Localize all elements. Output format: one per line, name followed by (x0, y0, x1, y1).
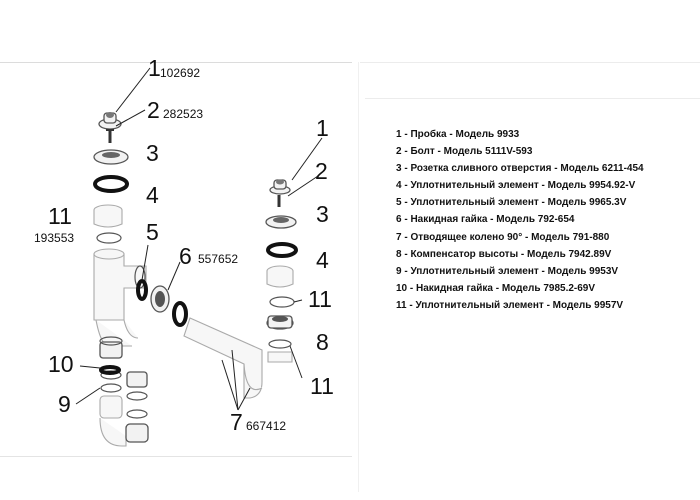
legend-item: 5 - Уплотнительный элемент - Модель 9965… (396, 197, 627, 209)
part-4-gasket-right (266, 242, 298, 258)
code-7: 667412 (246, 419, 286, 433)
label-2-left: 2 (147, 97, 160, 123)
exploded-drain-diagram: 1 102692 2 282523 3 4 11 193553 5 6 5576… (34, 55, 334, 447)
part-11-ring-lower-right (268, 339, 292, 349)
code-6: 557652 (198, 252, 238, 266)
spigot (93, 204, 123, 228)
label-3-left: 3 (146, 140, 159, 166)
part-11-ring-right (269, 296, 295, 308)
left-assembly (93, 112, 263, 447)
legend-item: 6 - Накидная гайка - Модель 792-654 (396, 214, 575, 226)
part-5-gasket (136, 279, 148, 301)
part-7-bend-pipe (183, 317, 263, 399)
legend-item: 11 - Уплотнительный элемент - Модель 995… (396, 299, 624, 311)
part-2-bolt (106, 129, 114, 143)
label-1-right: 1 (316, 115, 329, 141)
legend-item: 8 - Компенсатор высоты - Модель 7942.89V (396, 248, 612, 260)
part-1-plug (98, 112, 122, 130)
part-4-gasket (93, 175, 129, 193)
leader-lines (75, 67, 323, 411)
part-6-union-nut (150, 285, 188, 327)
frame-line (0, 62, 352, 63)
label-7: 7 (230, 409, 243, 435)
frame-line (0, 456, 352, 457)
label-11-right-upper: 11 (308, 286, 332, 312)
label-3-right: 3 (316, 201, 329, 227)
label-4-left: 4 (146, 182, 159, 208)
right-assembly (265, 179, 298, 363)
part-1-plug-right (269, 179, 291, 195)
part-8-height-compensator (266, 315, 294, 330)
spigot-right (266, 265, 294, 288)
frame-line (360, 62, 700, 63)
number-labels: 1 102692 2 282523 3 4 11 193553 5 6 5576… (34, 55, 334, 435)
label-11-right-lower: 11 (310, 373, 334, 399)
legend-item: 2 - Болт - Модель 5111V-593 (396, 146, 533, 158)
label-9: 9 (58, 391, 71, 417)
label-2-right: 2 (315, 158, 328, 184)
label-4-right: 4 (316, 247, 329, 273)
part-3-rosette (93, 149, 129, 165)
code-2: 282523 (163, 107, 203, 121)
frame-line (358, 62, 359, 492)
legend-item: 7 - Отводящее колено 90° - Модель 791-88… (396, 231, 610, 243)
label-8: 8 (316, 329, 329, 355)
right-tailpiece (267, 351, 293, 363)
legend-item: 4 - Уплотнительный элемент - Модель 9954… (396, 180, 636, 192)
label-1-left: 1 (148, 55, 161, 81)
code-11: 193553 (34, 231, 74, 245)
part-11-ring (96, 232, 122, 244)
frame-line (365, 98, 700, 99)
parts-legend: 1 - Пробка - Модель 9933 2 - Болт - Моде… (396, 126, 644, 314)
legend-item: 9 - Уплотнительный элемент - Модель 9953… (396, 265, 619, 277)
legend-item: 3 - Розетка сливного отверстия - Модель … (396, 163, 644, 175)
label-10: 10 (48, 351, 74, 377)
code-1: 102692 (160, 66, 200, 80)
label-11-left: 11 (48, 203, 72, 229)
legend-item: 1 - Пробка - Модель 9933 (396, 129, 520, 140)
legend-item: 10 - Накидная гайка - Модель 7985.2-69V (396, 282, 596, 294)
label-5: 5 (146, 219, 159, 245)
trap-body (93, 248, 147, 348)
label-6: 6 (179, 243, 192, 269)
lower-trap-parts (99, 336, 149, 447)
part-3-rosette-right (265, 215, 297, 229)
